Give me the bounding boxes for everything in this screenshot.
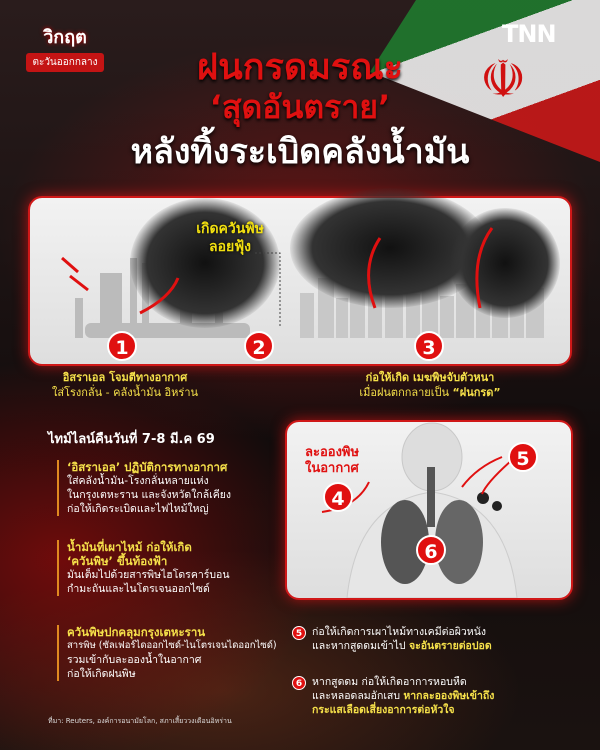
timeline-item-text: ก่อให้เกิดระเบิดและไฟไหม้ใหญ่ [67,503,209,515]
smoke-label-line1: เกิดควันพิษ [196,221,264,237]
caption-line: เมื่อฝนตกกลายเป็น [359,386,453,399]
headline-line2: ‘สุดอันตราย’ [209,88,391,126]
headline-line3: หลังทิ้งระเบิดคลังน้ำมัน [130,132,470,172]
note-text: ก่อให้เกิดการเผาไหม้ทางเคมีต่อผิวหนัง [312,626,487,638]
timeline-item-text: รวมเข้ากับละอองน้ำในอากาศ [67,654,202,666]
smoke-label-line2: ลอยฟุ้ง [209,239,251,255]
tnn-logo: TNN [502,20,557,48]
step-6-badge: 6 [416,535,446,565]
iran-emblem-icon: ☫ [479,50,527,110]
acid-rain-highlight: “ฝนกรด” [452,386,501,399]
timeline-item-heading: ‘ควันพิษ’ ขึ้นท้องฟ้า [67,554,168,568]
step-1-badge: 1 [107,331,137,361]
step-3-badge: 3 [414,331,444,361]
badge-subtitle: ตะวันออกกลาง [26,53,104,72]
note-highlight: จะอันตรายต่อปอด [408,640,492,652]
step-1-caption: อิสราเอล โจมตีทางอากาศ ใส่โรงกลั่น - คลั… [40,370,210,400]
smoke-cloud [130,198,280,328]
arrow-icons [61,227,494,328]
badge-title: วิกฤต [43,27,87,48]
smoke-label: เกิดควันพิษ ลอยฟุ้ง [180,220,280,256]
step-5-badge: 5 [508,442,538,472]
timeline-item-text: สารพิษ (ซัลเฟอร์ไดออกไซด์-ไนโตรเจนไดออกไ… [67,640,277,651]
note-number-badge: 5 [292,626,306,640]
source-credit: ที่มา: Reuters, องค์การอนามัยโลก, สภาเสี… [48,717,232,725]
step-2-badge: 2 [244,331,274,361]
timeline-item-text: กำมะถันและไนโตรเจนออกไซด์ [67,583,210,595]
caption-line: อิสราเอล โจมตีทางอากาศ [62,371,188,384]
step-3-caption: ก่อให้เกิด เมฆพิษจับตัวหนา เมื่อฝนตกกลาย… [335,370,525,400]
note-text: และหลอดลมอักเสบ [312,690,404,702]
caption-line: ใส่โรงกลั่น - คลังน้ำมัน อิหร่าน [51,386,199,399]
toxic-aerosol-label: ละอองพิษ ในอากาศ [305,445,359,477]
note-text: และหากสูดดมเข้าไป [312,640,409,652]
timeline-item: ‘อิสราเอล’ ปฏิบัติการทางอากาศ ใส่คลังน้ำ… [57,460,297,516]
process-panel: เกิดควันพิษ ลอยฟุ้ง [28,188,572,366]
series-badge: วิกฤต ตะวันออกกลาง [26,22,104,72]
timeline-item-text: มันเต็มไปด้วยสารพิษไฮโดรคาร์บอน [67,569,230,581]
headline-line1: ฝนกรดมรณะ [196,47,403,88]
timeline-item-text: ใส่คลังน้ำมัน-โรงกลั่นหลายแห่ง [67,475,209,487]
label-line: ละอองพิษ [305,445,360,460]
timeline-item-heading: ‘อิสราเอล’ ปฏิบัติการทางอากาศ [67,460,228,474]
note-text: หากสูดดม ก่อให้เกิดอาการหอบหืด [312,676,467,688]
timeline-title: ไทม์ไลน์คืนวันที่ 7-8 มี.ค 69 [48,432,215,447]
timeline-item-heading: ควันพิษปกคลุมกรุงเตหะราน [67,625,206,639]
label-line: ในอากาศ [305,461,359,476]
note-highlight: หากละอองพิษเข้าถึง [403,690,495,702]
timeline-item-heading: น้ำมันที่เผาไหม้ ก่อให้เกิด [67,540,192,554]
timeline-item-text: ในกรุงเตหะราน และจังหวัดใกล้เคียง [67,489,232,501]
smoke-cloud [450,208,560,318]
timeline-item: ควันพิษปกคลุมกรุงเตหะราน สารพิษ (ซัลเฟอร… [57,625,297,681]
note-number-badge: 6 [292,676,306,690]
timeline-item-text: ก่อให้เกิดฝนพิษ [67,668,136,680]
caption-line: ก่อให้เกิด เมฆพิษจับตัวหนา [365,371,495,384]
note-highlight: กระแสเลือดเสี่ยงอาการต่อหัวใจ [312,704,455,716]
note-6: 6 หากสูดดม ก่อให้เกิดอาการหอบหืด และหลอด… [292,675,582,717]
step-4-badge: 4 [323,482,353,512]
timeline-item: น้ำมันที่เผาไหม้ ก่อให้เกิด ‘ควันพิษ’ ขึ… [57,540,297,596]
note-5: 5 ก่อให้เกิดการเผาไหม้ทางเคมีต่อผิวหนัง … [292,625,582,653]
